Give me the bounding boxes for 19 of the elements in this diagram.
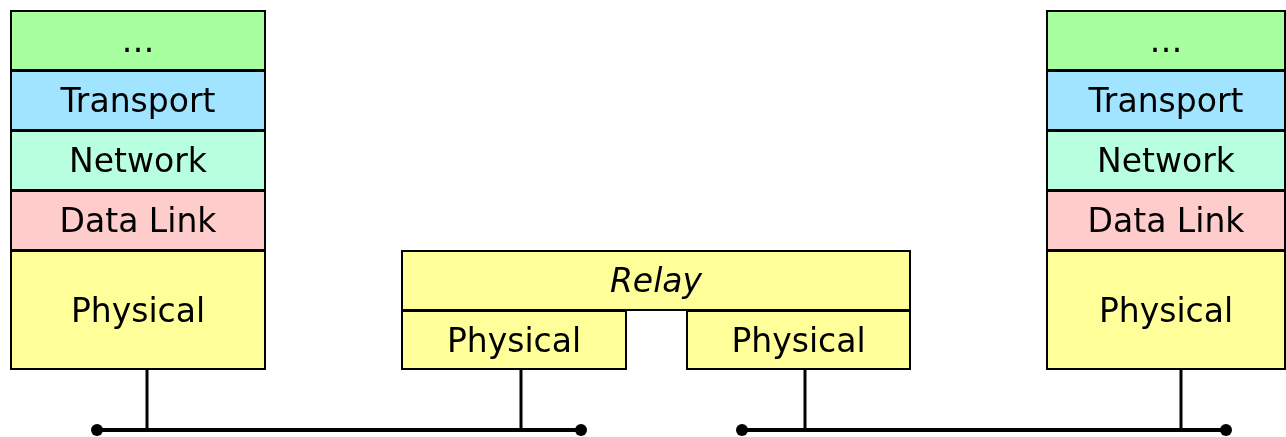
- connector-line: [1179, 370, 1183, 428]
- layer-box: Physical: [686, 310, 911, 370]
- layer-box: Data Link: [10, 190, 266, 251]
- layer-box: Data Link: [1046, 190, 1286, 251]
- bus-line: [91, 423, 587, 437]
- layer-box: Physical: [10, 250, 266, 370]
- layer-box: …: [1046, 10, 1286, 71]
- layer-box: Physical: [1046, 250, 1286, 370]
- layer-box: Network: [10, 130, 266, 191]
- layer-box: Transport: [1046, 70, 1286, 131]
- relay-box: Relay: [401, 250, 911, 311]
- layer-box: …: [10, 10, 266, 71]
- connector-line: [803, 370, 807, 428]
- connector-line: [145, 370, 149, 428]
- connector-line: [519, 370, 523, 428]
- bus-line: [736, 423, 1232, 437]
- layer-box: Network: [1046, 130, 1286, 191]
- layer-box: Transport: [10, 70, 266, 131]
- layer-box: Physical: [401, 310, 627, 370]
